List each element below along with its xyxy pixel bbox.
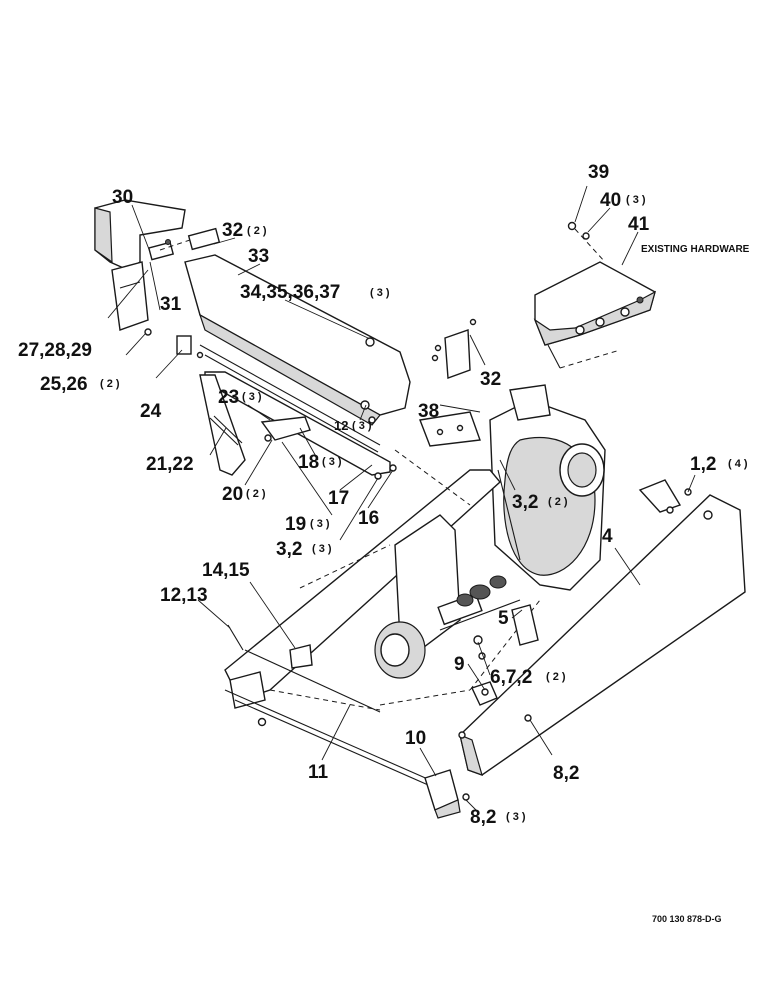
leader-lines (107, 204, 696, 813)
support-bracket-illustration (94, 199, 186, 331)
callout-8-2-right: 8,2 (553, 763, 579, 784)
shield-4-illustration (458, 479, 746, 776)
callout-39: 39 (588, 162, 609, 183)
callout-6-7-2: 6,7,2 (490, 667, 532, 688)
callout-32-upper: 32 (222, 220, 243, 241)
callout-25-26: 25,26 (40, 374, 88, 395)
callout-8-2-lower-qty: ( 3 ) (506, 811, 526, 823)
existing-hardware-note: EXISTING HARDWARE (641, 244, 750, 255)
callout-38: 38 (418, 401, 439, 422)
callout-12-upper: 12 (334, 418, 348, 433)
callout-9: 9 (454, 654, 465, 675)
callout-3-2-lower: 3,2 (276, 539, 302, 560)
drive-assembly-illustration (374, 514, 521, 679)
callout-21-22: 21,22 (146, 454, 194, 475)
callout-32-lower: 32 (480, 369, 501, 390)
bracket-38-illustration (419, 318, 481, 447)
callout-6-7-2-qty: ( 2 ) (546, 671, 566, 683)
callout-1-2: 1,2 (690, 454, 716, 475)
callout-19: 19 (285, 514, 306, 535)
shield-41-illustration (533, 185, 656, 369)
callout-5: 5 (498, 608, 509, 629)
callout-3-2-lower-qty: ( 3 ) (312, 543, 332, 555)
callout-40-qty: ( 3 ) (626, 194, 646, 206)
callout-32-upper-qty: ( 2 ) (247, 225, 267, 237)
hinge-hardware-illustration (144, 227, 221, 359)
callout-40: 40 (600, 190, 621, 211)
callout-34-37-qty: ( 3 ) (370, 287, 390, 299)
callout-27-29: 27,28,29 (18, 340, 92, 361)
callout-18-qty: ( 3 ) (322, 456, 342, 468)
callout-30: 30 (112, 187, 133, 208)
lower-bracket-illustration (199, 371, 397, 480)
callout-labels: 39 40 ( 3 ) 41 EXISTING HARDWARE 30 32 (… (18, 162, 750, 924)
callout-18: 18 (298, 452, 319, 473)
callout-12-13: 12,13 (160, 585, 208, 606)
gearbox-housing-illustration (489, 384, 606, 591)
callout-24: 24 (140, 401, 162, 422)
callout-1-2-qty: ( 4 ) (728, 458, 748, 470)
callout-20-qty: ( 2 ) (246, 488, 266, 500)
callout-11: 11 (308, 762, 329, 783)
small-parts-illustration (257, 604, 539, 819)
callout-10: 10 (405, 728, 426, 749)
callout-20: 20 (222, 484, 243, 505)
panel-33-illustration (184, 254, 411, 453)
callout-3-2-upper-qty: ( 2 ) (548, 496, 568, 508)
callout-3-2-upper: 3,2 (512, 492, 538, 513)
callout-34-37: 34,35,36,37 (240, 282, 340, 303)
callout-4: 4 (602, 526, 613, 547)
drawing-number: 700 130 878-D-G (652, 914, 722, 924)
callout-23-qty: ( 3 ) (242, 391, 262, 403)
callout-31: 31 (160, 294, 182, 315)
callout-23: 23 (218, 387, 239, 408)
callout-17: 17 (328, 488, 349, 509)
callout-19-qty: ( 3 ) (310, 518, 330, 530)
callout-14-15: 14,15 (202, 560, 250, 581)
callout-12-upper-qty: ( 3 ) (352, 420, 372, 432)
callout-33: 33 (248, 246, 269, 267)
callout-25-26-qty: ( 2 ) (100, 378, 120, 390)
callout-16: 16 (358, 508, 379, 529)
callout-8-2-lower: 8,2 (470, 807, 496, 828)
callout-41: 41 (628, 214, 650, 235)
